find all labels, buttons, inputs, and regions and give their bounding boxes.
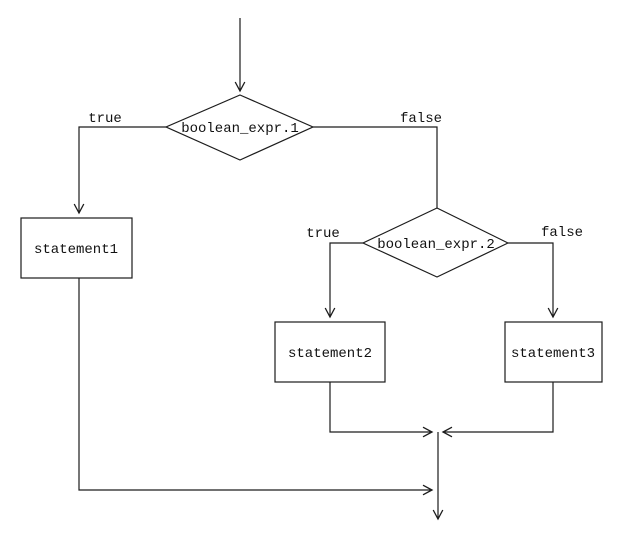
- decision2-true-label: true: [306, 226, 340, 242]
- decision2-label: boolean_expr.2: [377, 237, 495, 253]
- decision2-false-label: false: [541, 225, 583, 241]
- decision2-diamond: [361, 207, 510, 278]
- edge-decision2-true: [324, 242, 363, 319]
- process2-box: [274, 321, 386, 383]
- edge-process1-out: [78, 278, 434, 496]
- decision1-false-label: false: [400, 111, 442, 127]
- edge-decision2-false: [508, 242, 559, 319]
- edge-decision1-false: [313, 126, 438, 208]
- process2-label: statement2: [288, 346, 372, 362]
- edge-process3-out: [441, 382, 554, 438]
- edge-process2-out: [329, 382, 434, 438]
- edge-decision1-true: [73, 126, 166, 215]
- decision1-label: boolean_expr.1: [181, 121, 299, 137]
- decision1-true-label: true: [88, 111, 122, 127]
- process3-box: [504, 321, 603, 383]
- process1-label: statement1: [34, 242, 118, 258]
- process3-label: statement3: [511, 346, 595, 362]
- decision1-diamond: [164, 94, 315, 161]
- process1-box: [20, 217, 133, 279]
